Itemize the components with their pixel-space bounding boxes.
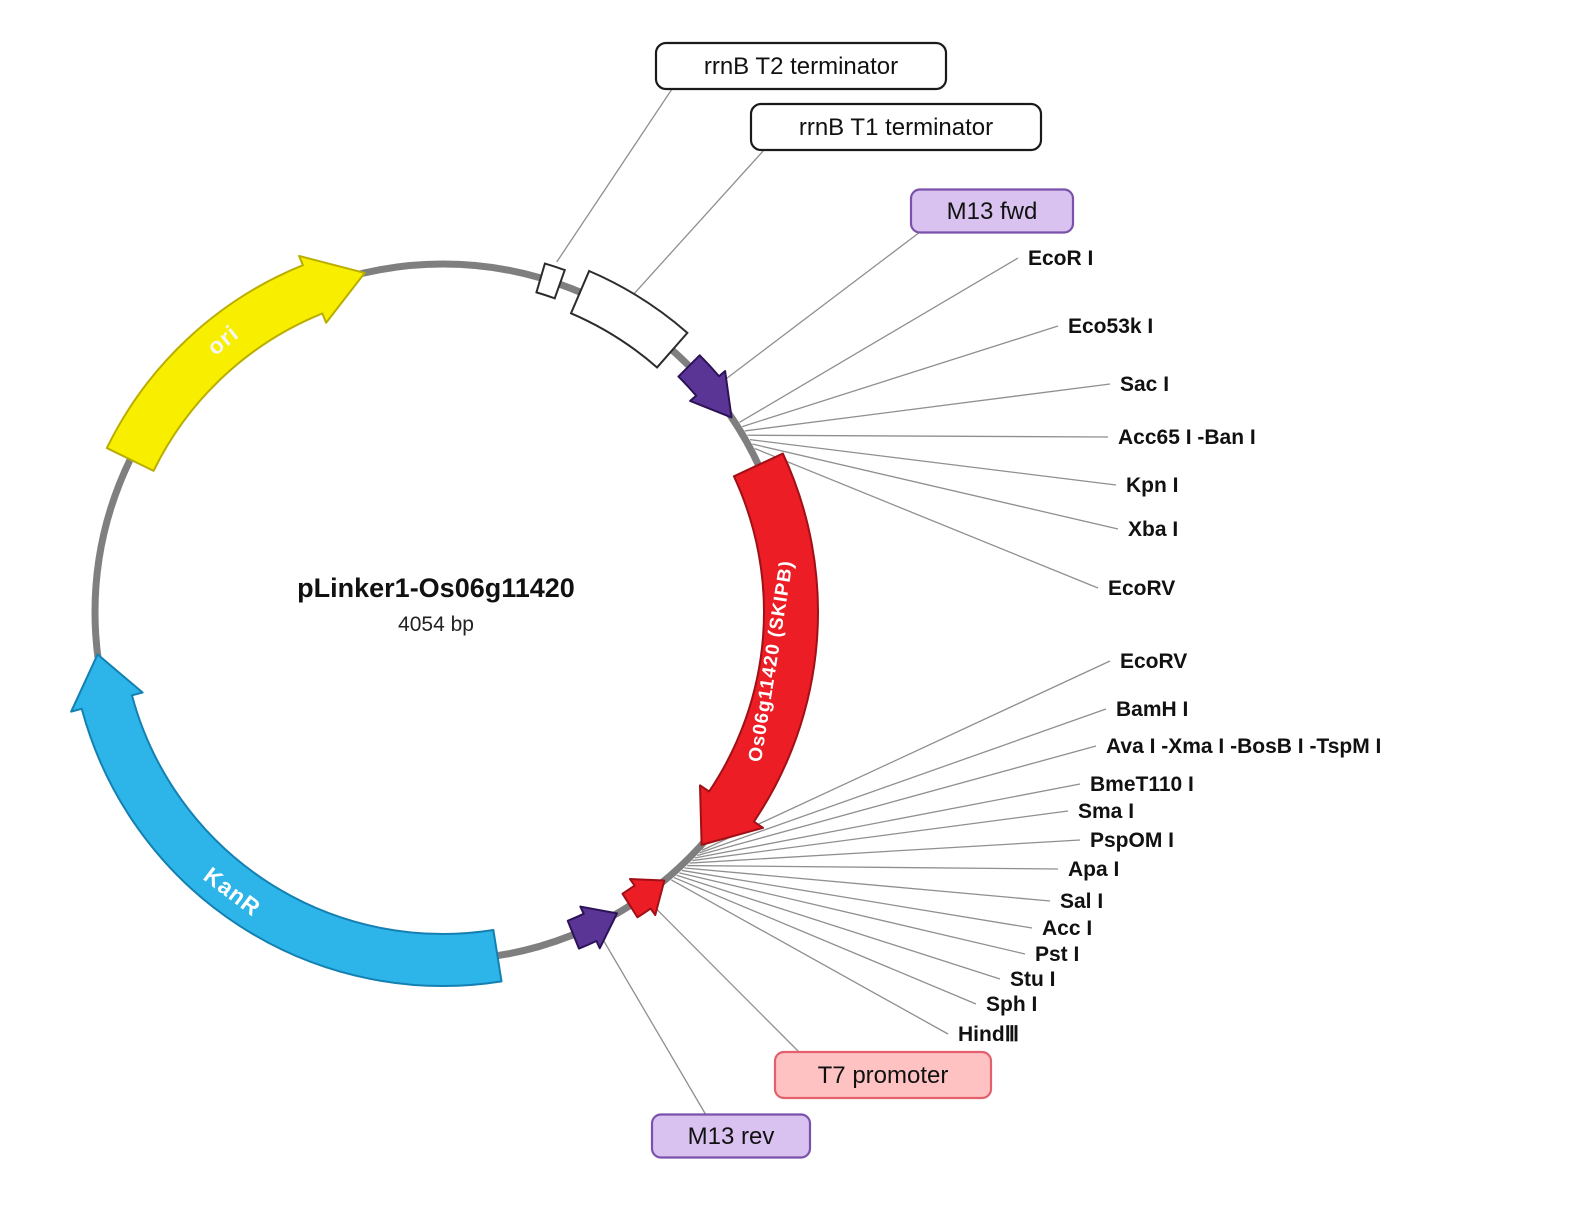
restriction-site-leader-line: [754, 447, 1099, 589]
restriction-site-label: Eco53k I: [1068, 315, 1153, 338]
restriction-site-label: Sma I: [1078, 800, 1134, 823]
restriction-site-label: Acc I: [1042, 917, 1092, 940]
callout-box-t7-promoter: [773, 1050, 993, 1100]
restriction-site-label: Xba I: [1128, 518, 1178, 541]
restriction-site-leader-line: [689, 839, 1081, 864]
restriction-site-leader-line: [697, 745, 1097, 857]
restriction-site-label: Stu I: [1010, 968, 1056, 991]
restriction-site-label: Acc65 I -Ban I: [1118, 426, 1256, 449]
callout-label-m13-rev: M13 rev: [688, 1123, 775, 1150]
restriction-site-label: EcoR I: [1028, 247, 1093, 270]
callout-line-t7-promoter: [650, 902, 801, 1054]
restriction-site-leader-line: [701, 660, 1111, 851]
callout-label-rrnb-t1-terminator: rrnB T1 terminator: [799, 114, 993, 141]
restriction-site-leader-line: [681, 869, 1033, 929]
callout-line-m13-fwd: [723, 231, 921, 381]
feature-arrow-m13-fwd-primer: [677, 354, 733, 419]
rrnb-t1-block: [569, 269, 689, 369]
features-layer: [70, 254, 819, 987]
restriction-site-label: Pst I: [1035, 943, 1079, 966]
restriction-site-leader-line: [676, 874, 1001, 980]
restriction-site-label: EcoRV: [1120, 650, 1187, 673]
restriction-site-label: Sph I: [986, 993, 1037, 1016]
callout-boxes-layer: rrnB T2 terminator rrnB T1 terminatorM13 …: [650, 41, 1075, 1159]
feature-arrow-t7-promoter-arrow: [621, 878, 666, 919]
restriction-site-leader-line: [671, 879, 949, 1035]
restriction-site-leader-line: [694, 783, 1081, 859]
restriction-site-leader-line: [692, 810, 1069, 862]
plasmid-size: 4054 bp: [398, 613, 474, 636]
restriction-site-leader-line: [742, 325, 1059, 428]
restriction-site-label: Apa I: [1068, 858, 1119, 881]
restriction-site-leader-line: [673, 876, 977, 1005]
restriction-site-label: Ava I -Xma I -BosB I -TspM I: [1106, 735, 1381, 758]
restriction-site-leader-line: [747, 434, 1109, 438]
restriction-site-label: HindⅢ: [958, 1023, 1019, 1046]
feature-arrow-ori: [105, 254, 366, 472]
rrnb-t2-block: [535, 262, 567, 300]
callout-line-rrnb-t2-terminator: [556, 88, 673, 263]
restriction-site-leader-line: [684, 867, 1051, 902]
restriction-site-leader-line: [752, 443, 1119, 530]
restriction-site-label: Sal I: [1060, 890, 1103, 913]
callout-box-rrnb-t1-terminator: [749, 102, 1043, 152]
restriction-site-label: BmeT110 I: [1090, 773, 1194, 796]
restriction-site-leader-line: [679, 872, 1026, 955]
restriction-site-leader-line: [739, 257, 1019, 423]
restriction-site-leader-line: [687, 864, 1059, 870]
restriction-site-label: Kpn I: [1126, 474, 1179, 497]
callout-label-t7-promoter: T7 promoter: [818, 1062, 949, 1089]
callout-label-m13-fwd: M13 fwd: [947, 198, 1038, 225]
feature-arrow-kanr: [70, 653, 503, 987]
callout-line-rrnb-t1-terminator: [634, 149, 765, 294]
plasmid-name: pLinker1-Os06g11420: [297, 573, 575, 603]
callout-box-m13-fwd: [909, 188, 1075, 234]
callout-box-rrnb-t2-terminator: [654, 41, 948, 91]
restriction-site-label: PspOM I: [1090, 829, 1174, 852]
restriction-site-leader-line: [749, 438, 1117, 486]
callout-box-m13-rev: [650, 1113, 812, 1159]
callout-line-m13-rev: [601, 937, 707, 1116]
restriction-site-leader-line: [744, 383, 1111, 432]
leader-lines-layer: [556, 88, 1119, 1116]
restriction-site-leader-line: [699, 708, 1107, 854]
restriction-site-label: BamH I: [1116, 698, 1188, 721]
restriction-site-label: Sac I: [1120, 373, 1169, 396]
feature-arrow-os06g11420-skipb: [699, 452, 819, 846]
restriction-site-label: EcoRV: [1108, 577, 1175, 600]
callout-label-rrnb-t2-terminator: rrnB T2 terminator: [704, 53, 898, 80]
feature-arrow-m13-rev-primer: [566, 905, 618, 950]
